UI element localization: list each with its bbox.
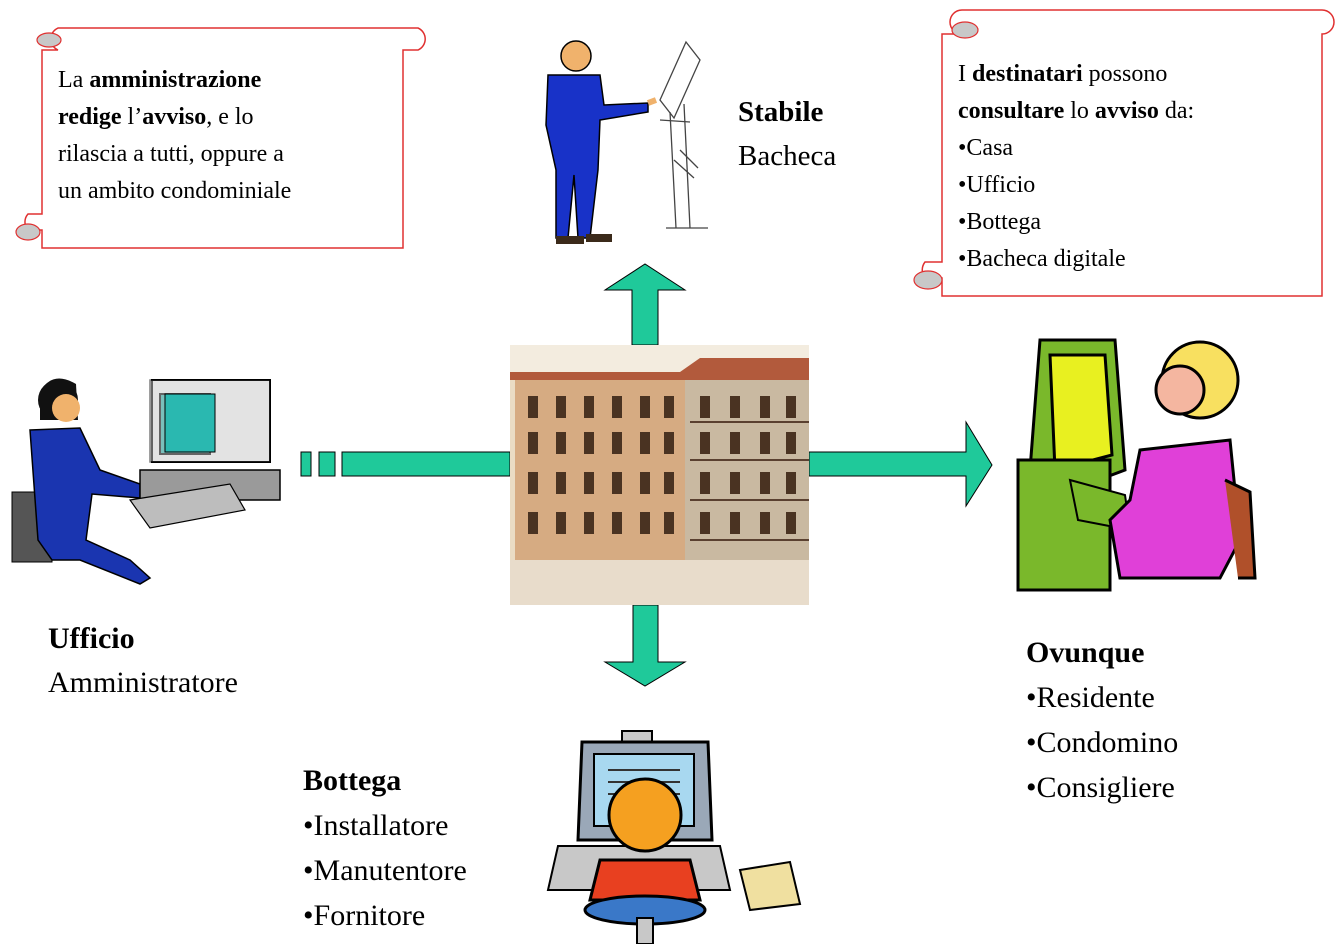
- scroll-right-text: I destinatari possono consultare lo avvi…: [958, 56, 1318, 278]
- bottega-label: Bottega Installatore Manutentore Fornito…: [303, 758, 467, 938]
- ovunque-label: Ovunque Residente Condomino Consigliere: [1026, 630, 1178, 810]
- scroll-right-item: Ufficio: [958, 167, 1318, 204]
- scroll-right-item: Casa: [958, 130, 1318, 167]
- stabile-subtitle: Bacheca: [738, 140, 837, 172]
- person-at-lectern-icon: [545, 40, 708, 244]
- arrow-right: [808, 420, 993, 508]
- administrator-at-computer-icon: [11, 378, 281, 585]
- arrow-down: [603, 604, 687, 687]
- ufficio-title: Ufficio: [48, 622, 135, 655]
- ufficio-label: Ufficio Amministratore: [48, 617, 238, 705]
- stabile-title: Stabile: [738, 96, 824, 128]
- person-at-computer-back-icon: [546, 730, 802, 944]
- ovunque-title: Ovunque: [1026, 636, 1145, 669]
- arrow-up: [603, 263, 687, 346]
- scroll-right-item: Bottega: [958, 204, 1318, 241]
- scroll-left-text: La amministrazione redige l’avviso, e lo…: [58, 67, 292, 204]
- arrow-left-dashed: [300, 451, 511, 477]
- bottega-title: Bottega: [303, 764, 402, 797]
- ovunque-item: Residente: [1026, 675, 1178, 720]
- bottega-item: Installatore: [303, 803, 467, 848]
- ufficio-subtitle: Amministratore: [48, 666, 238, 699]
- bottega-item: Fornitore: [303, 893, 467, 938]
- scroll-left: [15, 27, 426, 249]
- stabile-label: Stabile Bacheca: [738, 90, 836, 178]
- person-with-computer-icon: [1016, 338, 1257, 592]
- building-image: [510, 345, 809, 605]
- ovunque-item: Condomino: [1026, 720, 1179, 765]
- bottega-item: Manutentore: [303, 848, 467, 893]
- scroll-right-item: Bacheca digitale: [958, 241, 1318, 278]
- ovunque-item: Consigliere: [1026, 765, 1178, 810]
